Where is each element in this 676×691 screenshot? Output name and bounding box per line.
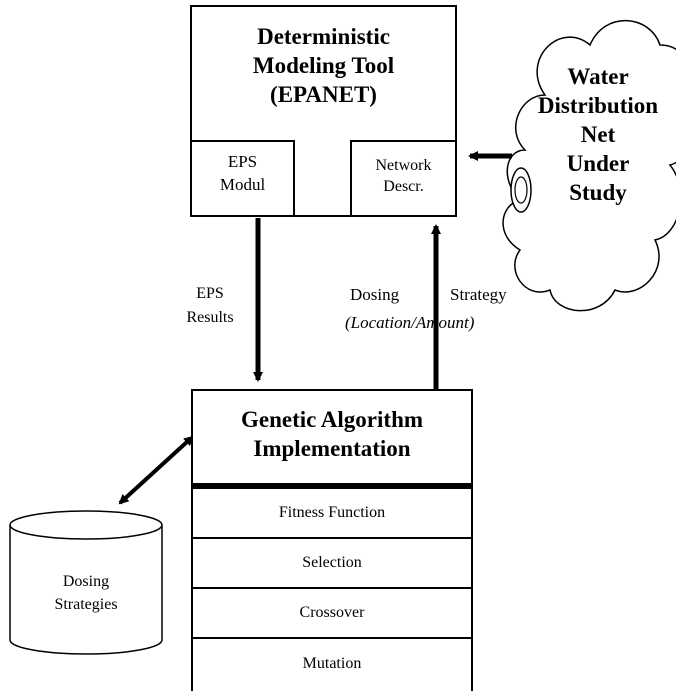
arrow-database-ga — [118, 435, 194, 505]
title-line-1: Deterministic — [257, 24, 390, 49]
ga-step-crossover: Crossover — [193, 589, 471, 639]
ga-steps-stack: Fitness Function Selection Crossover Mut… — [191, 485, 473, 691]
eps-module-line-2: Modul — [219, 175, 266, 194]
eps-module-box — [190, 140, 295, 217]
genetic-algorithm-title: Genetic Algorithm Implementation — [191, 405, 473, 463]
ga-title-line-1: Genetic Algorithm — [240, 407, 424, 432]
dosing-strategy-detail: (Location/Amount) — [345, 313, 475, 332]
network-descr-label: Network Descr. — [350, 155, 457, 197]
eps-module-line-1: EPS — [227, 152, 258, 171]
eps-results-label: EPS Results — [175, 282, 245, 330]
ga-step-label: Crossover — [299, 604, 365, 621]
deterministic-tool-title: Deterministic Modeling Tool (EPANET) — [190, 22, 457, 109]
dosing-strategy-word-1: Dosing — [350, 285, 400, 304]
title-line-2: Modeling Tool — [252, 53, 395, 78]
ga-step-fitness-function: Fitness Function — [193, 489, 471, 539]
cloud-label: Water Distribution Net Under Study — [528, 62, 668, 207]
network-descr-line-2: Descr. — [383, 178, 424, 195]
ga-step-selection: Selection — [193, 539, 471, 589]
database-label: Dosing Strategies — [10, 570, 162, 616]
ga-step-mutation: Mutation — [193, 639, 471, 689]
genetic-algorithm-box — [191, 389, 473, 485]
cloud-line-1: Water — [567, 64, 629, 89]
database-line-2: Strategies — [54, 596, 118, 613]
network-descr-box — [350, 140, 457, 217]
ga-step-label: Fitness Function — [278, 504, 386, 521]
cloud-line-2: Distribution — [537, 93, 659, 118]
database-cylinder — [9, 510, 163, 655]
eps-results-line-1: EPS — [196, 285, 224, 302]
network-descr-line-1: Network — [375, 157, 432, 174]
database-line-1: Dosing — [62, 573, 110, 590]
dosing-strategy-word-2: Strategy — [450, 285, 507, 304]
ga-step-label: Mutation — [302, 655, 362, 672]
cloud-line-5: Study — [569, 180, 627, 205]
eps-module-label: EPS Modul — [190, 150, 295, 196]
ga-title-line-2: Implementation — [253, 436, 411, 461]
cloud-line-3: Net — [580, 122, 616, 147]
title-line-3: (EPANET) — [270, 82, 377, 107]
cloud-shape — [502, 19, 676, 312]
ga-step-label: Selection — [302, 554, 362, 571]
cloud-line-4: Under — [566, 151, 630, 176]
eps-results-line-2: Results — [186, 309, 234, 326]
